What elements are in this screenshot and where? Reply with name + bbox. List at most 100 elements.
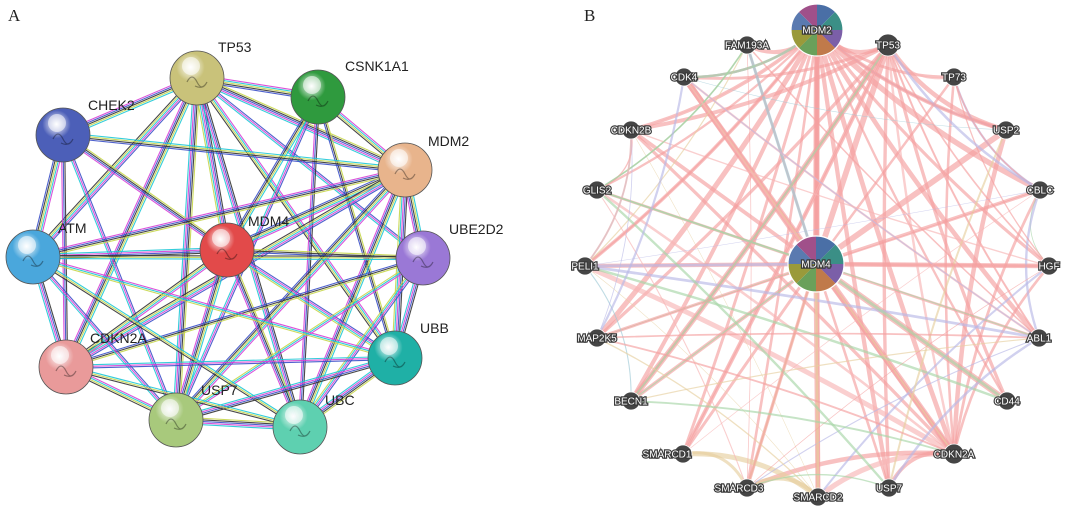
node-circle[interactable] xyxy=(1039,256,1059,276)
edge-tp53-cblc xyxy=(886,43,1042,192)
edge-mdm2-map2k5 xyxy=(594,27,820,341)
node-mdm2[interactable]: MDM2 xyxy=(790,3,844,57)
edge-strand xyxy=(32,256,396,359)
edge-mdm4-cdkn2b xyxy=(629,128,818,266)
node-chek2[interactable]: CHEK2 xyxy=(35,97,135,163)
node-cdkn2a[interactable]: CDKN2A xyxy=(933,443,976,465)
edge-strand xyxy=(65,255,423,366)
node-ubb[interactable]: UBB xyxy=(367,320,449,386)
edge-abl1-cblc xyxy=(1024,188,1042,340)
node-circle[interactable] xyxy=(673,444,693,464)
edge-mdm2-cdk4 xyxy=(682,28,819,79)
edge-mdm2-usp2 xyxy=(814,27,1009,133)
edge-strand xyxy=(175,169,406,421)
node-cdkn2a[interactable]: CDKN2A xyxy=(38,330,147,395)
node-label: GLIS2 xyxy=(583,186,612,197)
node-mdm4[interactable]: MDM4 xyxy=(199,213,289,278)
node-circle[interactable] xyxy=(997,391,1017,411)
edge-tp53-becn1 xyxy=(629,43,890,403)
node-circle[interactable] xyxy=(879,478,899,498)
node-sphere[interactable] xyxy=(199,222,255,278)
node-circle[interactable] xyxy=(737,35,757,55)
node-becn1[interactable]: BECN1 xyxy=(613,391,649,411)
edge-strand xyxy=(302,171,409,429)
node-usp7[interactable]: USP7 xyxy=(148,382,238,448)
edge-peli1-cd44 xyxy=(583,264,1009,403)
node-map2k5[interactable]: MAP2K5 xyxy=(576,328,618,348)
edge-strand xyxy=(175,355,395,419)
edge-peli1-fam193a xyxy=(584,44,748,267)
node-sphere[interactable] xyxy=(272,399,328,455)
edge-strand xyxy=(173,167,404,419)
node-sphere[interactable] xyxy=(5,229,61,285)
node-circle[interactable] xyxy=(876,33,900,57)
node-tp73[interactable]: TP73 xyxy=(941,67,968,87)
protein-structure-icon xyxy=(22,255,44,267)
edge-cblc-tp73 xyxy=(953,76,1041,191)
edge-strand xyxy=(176,359,396,423)
hub-slice xyxy=(817,4,836,30)
hub-slice xyxy=(817,11,843,31)
edge-strand xyxy=(65,355,395,366)
node-sphere[interactable] xyxy=(148,392,204,448)
edge-smarcd2-peli1 xyxy=(584,265,819,498)
node-sphere[interactable] xyxy=(38,339,94,395)
node-label: TP53 xyxy=(218,39,252,55)
node-sphere[interactable] xyxy=(367,330,423,386)
node-circle[interactable] xyxy=(944,67,964,87)
node-usp7[interactable]: USP7 xyxy=(875,478,904,498)
node-circle[interactable] xyxy=(1029,328,1049,348)
node-label: CBLC xyxy=(1027,186,1054,197)
node-smarcd2[interactable]: SMARCD2 xyxy=(792,487,844,507)
node-circle[interactable] xyxy=(737,478,757,498)
node-highlight xyxy=(380,337,398,355)
edge-strand xyxy=(228,248,303,427)
node-circle[interactable] xyxy=(808,487,828,507)
node-cdk4[interactable]: CDK4 xyxy=(669,67,699,87)
edge-tp53-cdk4 xyxy=(682,43,890,80)
node-smarcd1[interactable]: SMARCD1 xyxy=(641,444,693,464)
edge-strand xyxy=(299,96,319,428)
edge-mdm4-tp53 xyxy=(813,42,891,267)
node-csnk1a1[interactable]: CSNK1A1 xyxy=(290,58,409,125)
node-circle[interactable] xyxy=(587,180,607,200)
node-circle[interactable] xyxy=(996,120,1016,140)
node-sphere[interactable] xyxy=(35,107,91,163)
node-circle[interactable] xyxy=(674,67,694,87)
node-glis2[interactable]: GLIS2 xyxy=(582,180,613,200)
edge-cdkn2b-glis2 xyxy=(596,129,633,191)
node-cd44[interactable]: CD44 xyxy=(993,391,1021,411)
node-atm[interactable]: ATM xyxy=(5,220,87,285)
node-sphere[interactable] xyxy=(395,230,451,286)
edge-strand xyxy=(226,250,395,360)
node-ube2d2[interactable]: UBE2D2 xyxy=(395,221,504,286)
node-usp2[interactable]: USP2 xyxy=(992,120,1021,140)
edge-mdm2-tp73 xyxy=(815,28,956,79)
hub-slice xyxy=(816,264,845,284)
node-circle[interactable] xyxy=(621,391,641,411)
node-peli1[interactable]: PELI1 xyxy=(570,256,600,276)
node-tp53[interactable]: TP53 xyxy=(169,39,252,106)
node-mdm4[interactable]: MDM4 xyxy=(787,235,845,293)
node-ubc[interactable]: UBC xyxy=(272,392,355,455)
node-tp53[interactable]: TP53 xyxy=(875,33,902,57)
node-circle[interactable] xyxy=(1030,180,1050,200)
protein-structure-icon xyxy=(307,95,329,107)
node-abl1[interactable]: ABL1 xyxy=(1026,328,1053,348)
node-cdkn2b[interactable]: CDKN2B xyxy=(610,120,653,140)
node-cblc[interactable]: CBLC xyxy=(1025,180,1055,200)
node-circle[interactable] xyxy=(587,328,607,348)
edge-mdm4-peli1 xyxy=(582,261,819,269)
edge-strand xyxy=(225,251,394,361)
node-sphere[interactable] xyxy=(169,50,225,106)
node-circle[interactable] xyxy=(943,443,965,465)
node-hgf[interactable]: HGF xyxy=(1037,256,1061,276)
node-circle[interactable] xyxy=(575,256,595,276)
node-sphere[interactable] xyxy=(377,142,433,198)
node-sphere[interactable] xyxy=(290,69,346,125)
edge-mdm2-peli1 xyxy=(583,28,819,268)
node-circle[interactable] xyxy=(621,120,641,140)
node-smarcd3[interactable]: SMARCD3 xyxy=(713,478,765,498)
node-mdm2[interactable]: MDM2 xyxy=(377,133,469,198)
node-fam193a[interactable]: FAM193A xyxy=(724,35,770,55)
